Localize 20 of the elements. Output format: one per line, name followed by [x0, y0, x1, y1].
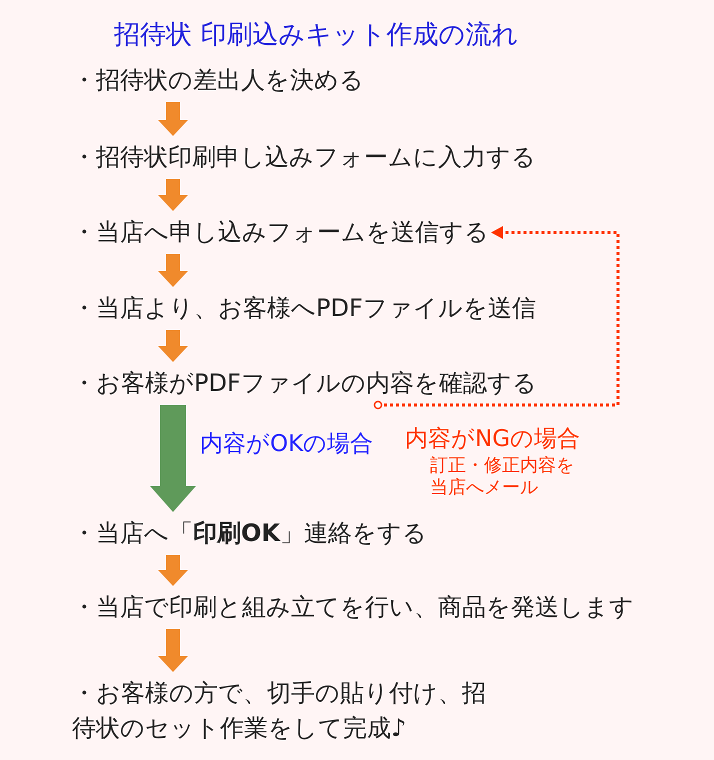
step-text: ・当店へ「印刷OK」連絡をする — [72, 516, 427, 551]
step-text: ・お客様がPDFファイルの内容を確認する — [72, 366, 537, 401]
arrow — [158, 629, 188, 672]
arrow — [158, 555, 188, 586]
arrow — [158, 330, 188, 362]
step-text: ・お客様の方で、切手の貼り付け、招待状のセット作業をして完成♪ — [72, 676, 502, 746]
arrow — [158, 102, 188, 136]
edge-label: 内容がOKの場合 — [200, 430, 374, 458]
step-text: ・招待状の差出人を決める — [72, 63, 364, 98]
arrow — [158, 179, 188, 211]
edge-label: 内容がNGの場合 — [405, 425, 580, 454]
arrow — [374, 226, 620, 410]
step-text: ・当店へ申し込みフォームを送信する — [72, 215, 489, 250]
arrow — [158, 254, 188, 287]
arrow — [150, 405, 196, 512]
note-text: 訂正・修正内容を当店へメール — [430, 455, 575, 499]
title: 招待状 印刷込みキット作成の流れ — [114, 19, 518, 52]
step-text: ・招待状印刷申し込みフォームに入力する — [72, 140, 536, 175]
step-text: ・当店で印刷と組み立てを行い、商品を発送します — [72, 590, 634, 625]
step-text: ・当店より、お客様へPDFファイルを送信 — [72, 291, 536, 326]
